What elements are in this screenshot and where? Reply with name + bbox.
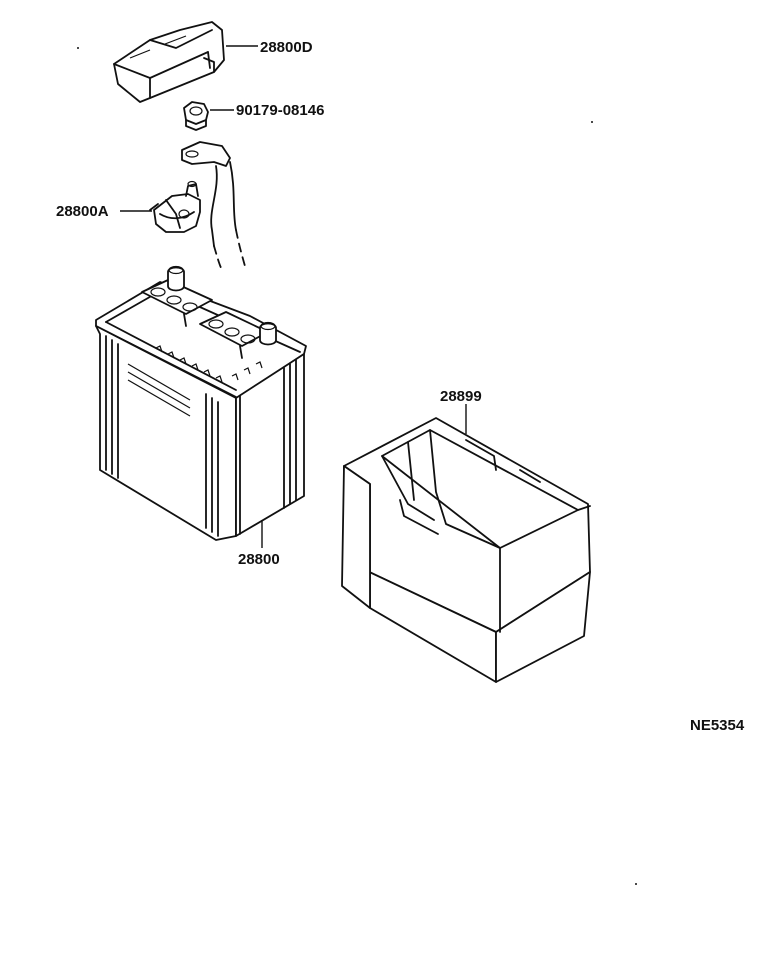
scan-speck bbox=[77, 47, 79, 49]
scan-speck bbox=[635, 883, 637, 885]
cover-part-number: 28800D bbox=[260, 39, 313, 56]
tray-part-number: 28899 bbox=[440, 388, 482, 405]
nut-drawing bbox=[183, 101, 209, 131]
battery-drawing bbox=[95, 265, 307, 541]
terminal-part-number: 28800A bbox=[56, 203, 109, 220]
battery-tray-drawing bbox=[341, 417, 591, 683]
cable-terminal-drawing bbox=[149, 180, 201, 233]
scan-speck bbox=[591, 121, 593, 123]
nut-part-number: 90179-08146 bbox=[236, 102, 324, 119]
battery-cable-drawing bbox=[181, 141, 247, 271]
terminal-cover-drawing bbox=[113, 21, 225, 103]
figure-code: NE5354 bbox=[690, 717, 745, 734]
battery-part-number: 28800 bbox=[238, 551, 280, 568]
